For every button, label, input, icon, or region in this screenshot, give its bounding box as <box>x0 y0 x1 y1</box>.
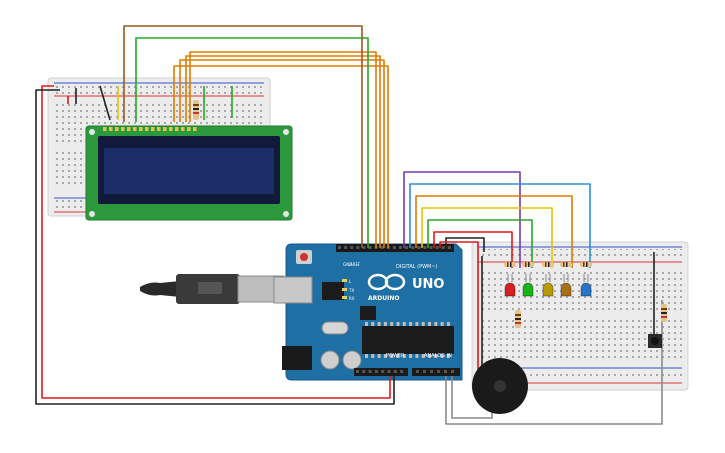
led <box>580 274 592 297</box>
power-pin-header <box>354 368 408 376</box>
analog-pin-header <box>412 368 460 376</box>
lcd-pin <box>145 127 149 131</box>
led-l-label: L <box>349 279 352 284</box>
lcd-pin <box>157 127 161 131</box>
resistors <box>193 100 667 328</box>
lcd-pin <box>127 127 131 131</box>
led-resistor <box>504 262 516 267</box>
digital-header-label: DIGITAL (PWM~) <box>396 264 438 270</box>
lcd-pin <box>169 127 173 131</box>
board-model: UNO <box>412 277 445 292</box>
wires <box>35 25 663 425</box>
lcd-pin <box>175 127 179 131</box>
arduino-logo-icon <box>367 273 406 291</box>
lcd-pin <box>103 127 107 131</box>
usb-port <box>273 276 313 304</box>
led-tx-label: TX <box>348 288 354 293</box>
lcd-pin <box>133 127 137 131</box>
aref-label: AREF <box>350 262 361 267</box>
led-resistor <box>542 262 554 267</box>
led <box>504 274 516 297</box>
lcd-pin <box>139 127 143 131</box>
gnd-label: GND <box>343 262 352 267</box>
lcd-pin <box>109 127 113 131</box>
led-resistor <box>522 262 534 267</box>
power-jack <box>282 346 312 370</box>
board-brand: ARDUINO <box>368 295 399 302</box>
lcd-pin <box>121 127 125 131</box>
led <box>542 274 554 297</box>
led <box>522 274 534 297</box>
atmega-chip <box>362 326 454 354</box>
led <box>560 274 572 297</box>
led-resistor <box>560 262 572 267</box>
lcd-pin <box>163 127 167 131</box>
power-header-label: POWER <box>386 353 405 359</box>
usb-cable <box>140 274 285 304</box>
piezo-buzzer <box>472 358 528 414</box>
analog-header-label: ANALOG IN <box>424 353 452 359</box>
lcd-pin <box>181 127 185 131</box>
leds <box>504 274 592 297</box>
lcd-pin <box>151 127 155 131</box>
lcd-pin-header <box>103 127 197 131</box>
led-rx-label: RX <box>349 296 355 301</box>
lcd-pin <box>193 127 197 131</box>
led-resistor <box>580 262 592 267</box>
lcd-module <box>85 125 293 221</box>
arduino-uno-board: UNO ARDUINO DIGITAL (PWM~) POWER ANALOG … <box>273 243 463 381</box>
lcd-pin <box>115 127 119 131</box>
lcd-pin <box>187 127 191 131</box>
pushbutton[interactable] <box>648 334 662 348</box>
